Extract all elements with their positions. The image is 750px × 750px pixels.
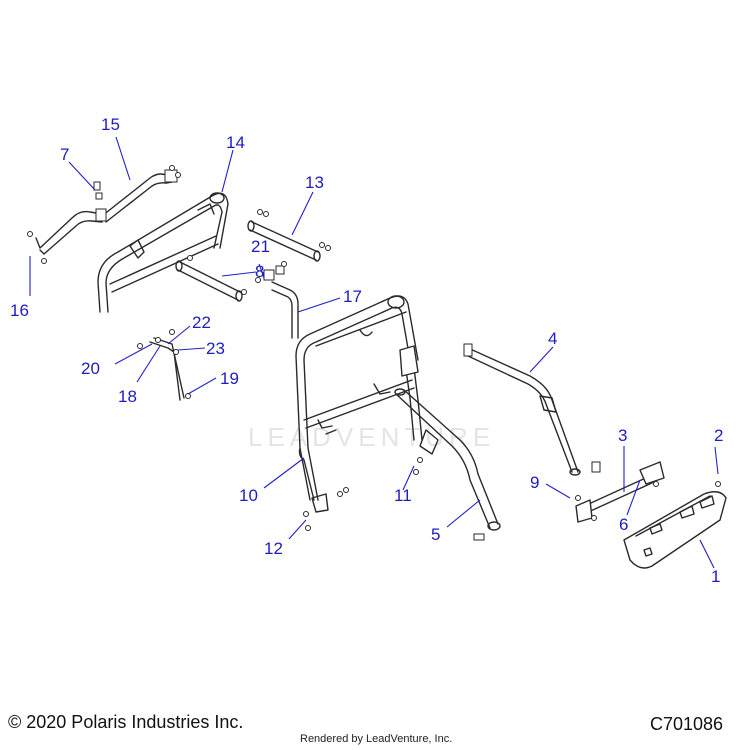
callout-8[interactable]: 8 xyxy=(255,262,264,281)
callout-22[interactable]: 22 xyxy=(192,313,211,332)
callout-18[interactable]: 18 xyxy=(118,387,137,406)
part-4-right-bar xyxy=(463,343,601,476)
callout-9[interactable]: 9 xyxy=(530,473,539,492)
leader-lines xyxy=(29,136,719,569)
callout-6[interactable]: 6 xyxy=(619,515,628,534)
callout-1[interactable]: 1 xyxy=(711,567,720,586)
callout-12[interactable]: 12 xyxy=(264,539,283,558)
part-8-tube xyxy=(175,255,247,302)
callout-2[interactable]: 2 xyxy=(714,426,723,445)
rendered-by-text: Rendered by LeadVenture, Inc. xyxy=(300,733,453,745)
part-14-rear-roll-bar xyxy=(97,192,229,313)
part-15-bar xyxy=(101,165,181,223)
callout-14[interactable]: 14 xyxy=(226,133,245,152)
callout-3[interactable]: 3 xyxy=(618,426,627,445)
callout-21[interactable]: 21 xyxy=(251,237,270,256)
callout-23[interactable]: 23 xyxy=(206,339,225,358)
part-5-rear-leg xyxy=(394,388,501,541)
callout-20[interactable]: 20 xyxy=(81,359,100,378)
callout-11[interactable]: 11 xyxy=(394,486,412,505)
part-13-cross-tube xyxy=(247,209,331,262)
copyright-text: © 2020 Polaris Industries Inc. xyxy=(8,712,244,732)
callout-19[interactable]: 19 xyxy=(220,369,239,388)
part-3-crossbar xyxy=(575,461,665,523)
drawing-number: C701086 xyxy=(650,714,724,734)
callout-16[interactable]: 16 xyxy=(10,301,29,320)
callout-labels: 1 2 3 4 5 6 7 8 9 10 11 12 13 14 15 16 1… xyxy=(10,115,723,586)
part-7-bolt xyxy=(93,181,103,200)
callout-10[interactable]: 10 xyxy=(239,486,258,505)
callout-5[interactable]: 5 xyxy=(431,525,440,544)
callout-13[interactable]: 13 xyxy=(305,173,324,192)
part-10-front-frame xyxy=(295,295,423,513)
hardware-bits xyxy=(303,457,721,531)
watermark-text: LEADVENTURE xyxy=(248,422,495,452)
callout-17[interactable]: 17 xyxy=(343,287,362,306)
part-16-bar xyxy=(27,208,107,264)
callout-15[interactable]: 15 xyxy=(101,115,120,134)
part-1-cover-panel xyxy=(623,491,727,569)
part-18-bracket xyxy=(137,329,191,401)
part-17-bracket xyxy=(255,261,299,339)
callout-7[interactable]: 7 xyxy=(60,145,69,164)
callout-4[interactable]: 4 xyxy=(548,329,557,348)
